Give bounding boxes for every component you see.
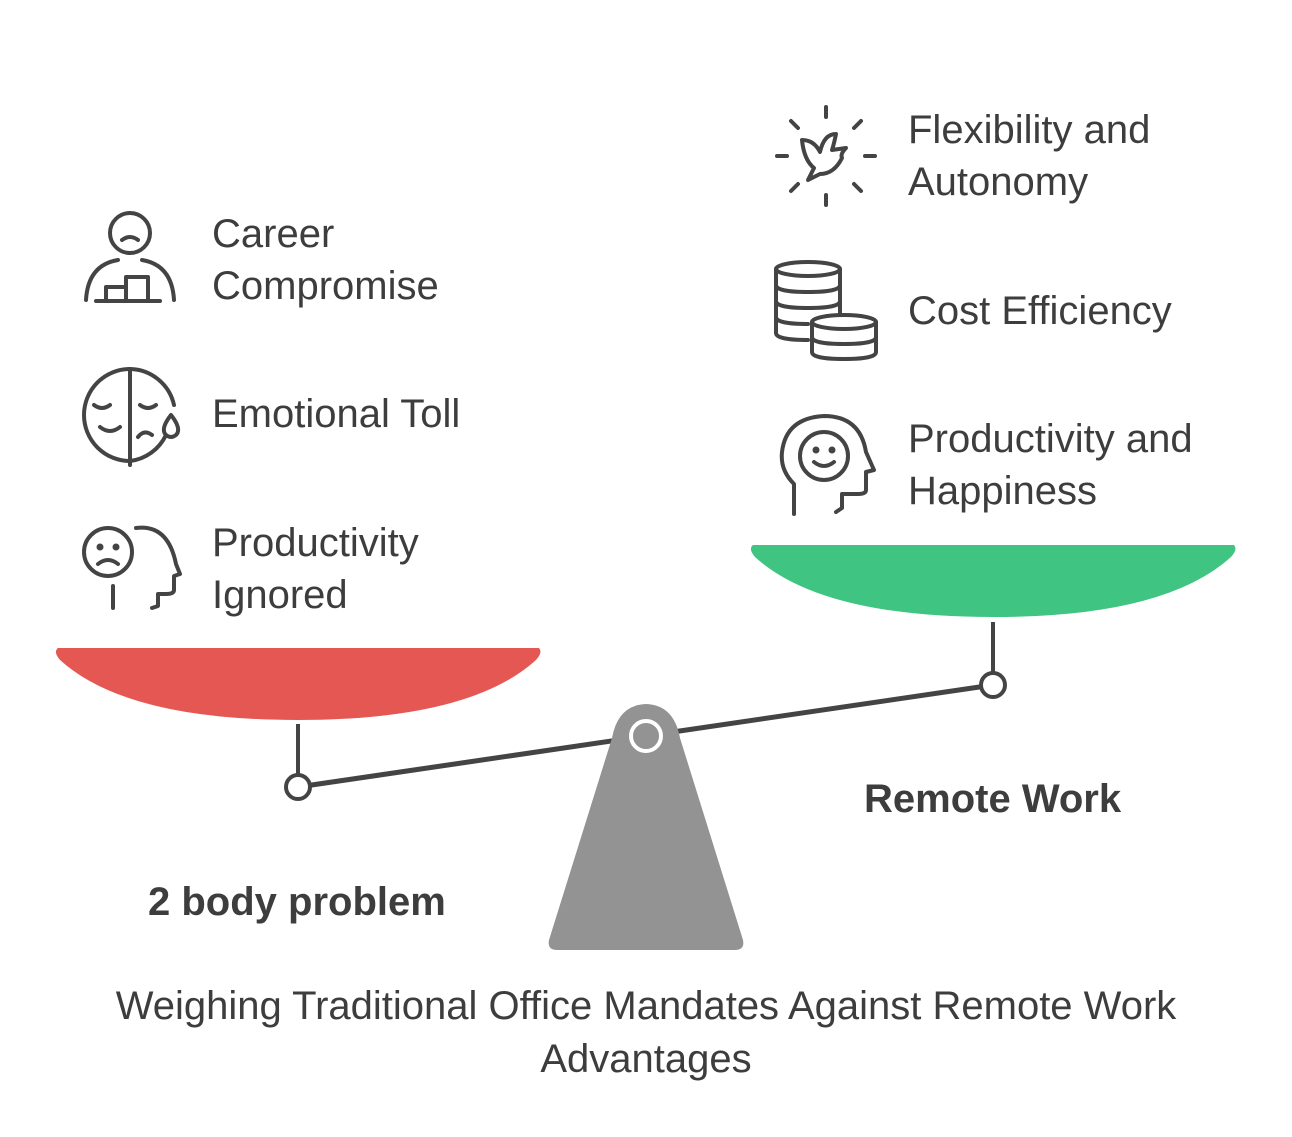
item-line: Flexibility and xyxy=(908,108,1151,152)
item-line: Productivity xyxy=(212,521,419,565)
fulcrum xyxy=(548,704,744,950)
item-productivity-happiness: Productivity and Happiness xyxy=(908,413,1193,517)
productivity-ignored-icon xyxy=(82,525,182,610)
coins-stack-icon xyxy=(774,260,878,361)
item-productivity-ignored: Productivity Ignored xyxy=(212,517,419,621)
item-line: Happiness xyxy=(908,469,1098,513)
item-line: Cost Efficiency xyxy=(908,289,1172,333)
caption-line: Advantages xyxy=(540,1037,752,1081)
item-line: Ignored xyxy=(212,573,348,617)
item-line: Autonomy xyxy=(908,160,1089,204)
diagram-caption: Weighing Traditional Office Mandates Aga… xyxy=(0,980,1292,1086)
flexibility-bird-icon xyxy=(775,105,877,207)
happy-head-icon xyxy=(779,414,876,516)
item-line: Emotional Toll xyxy=(212,392,461,436)
right-side-label: Remote Work xyxy=(864,777,1122,821)
right-pivot xyxy=(979,671,1007,699)
item-emotional-toll: Emotional Toll xyxy=(212,388,460,440)
fulcrum-pivot xyxy=(629,719,663,753)
item-line: Career xyxy=(212,212,335,256)
right-pan xyxy=(750,545,1236,617)
item-line: Productivity and xyxy=(908,417,1193,461)
left-pivot xyxy=(284,773,312,801)
caption-line: Weighing Traditional Office Mandates Aga… xyxy=(115,984,1177,1028)
left-pan xyxy=(55,648,541,720)
item-career-compromise: Career Compromise xyxy=(212,208,439,312)
career-compromise-icon xyxy=(84,211,176,303)
item-line: Compromise xyxy=(212,264,439,308)
item-flexibility-autonomy: Flexibility and Autonomy xyxy=(908,104,1150,208)
item-cost-efficiency: Cost Efficiency xyxy=(908,285,1172,337)
emotional-toll-icon xyxy=(82,367,181,467)
left-side-label: 2 body problem xyxy=(148,880,446,924)
